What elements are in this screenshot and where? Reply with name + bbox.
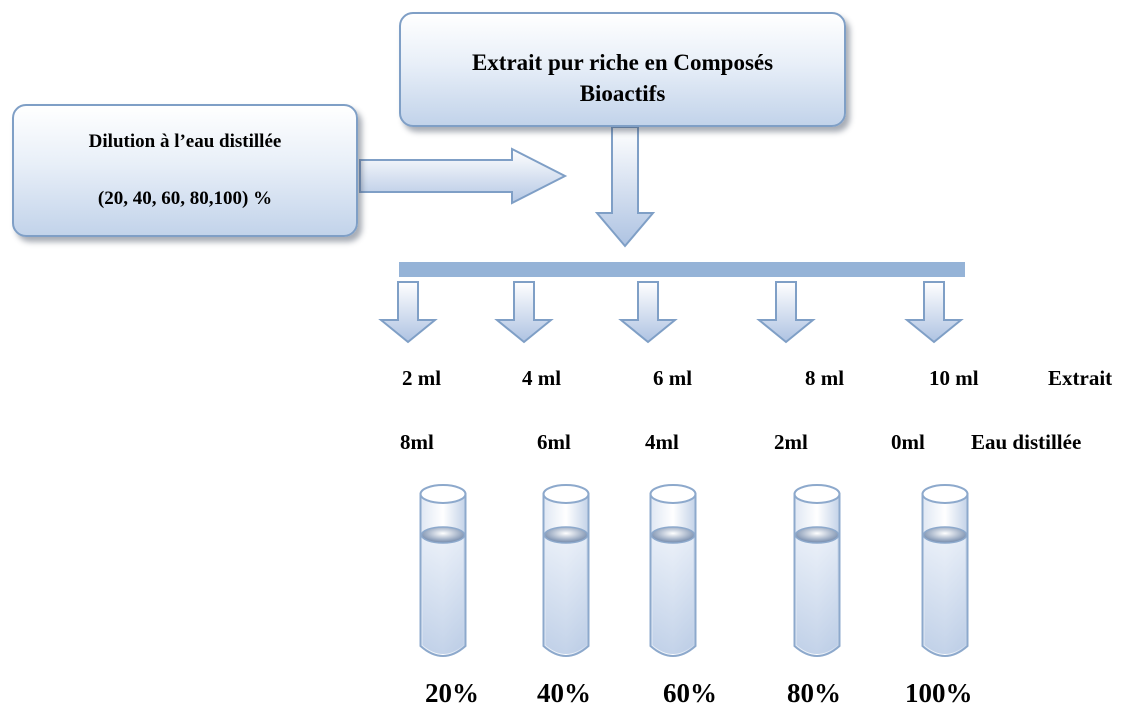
dilution-box: Dilution à l’eau distillée (20, 40, 60, … [12, 104, 358, 237]
water-volume-label: 4ml [645, 430, 679, 454]
extract-box-line1: Extrait pur riche en Composés [471, 50, 774, 75]
distribution-bar [399, 262, 965, 277]
small-down-arrow-icon [756, 281, 816, 344]
percentage-label: 100% [905, 678, 973, 708]
small-down-arrow-icon [378, 281, 438, 344]
dilution-box-line1: Dilution à l’eau distillée [88, 131, 282, 152]
water-volume-label: 8ml [400, 430, 434, 454]
water-row-label: Eau distillée [971, 430, 1082, 454]
water-volume-label: 6ml [537, 430, 571, 454]
extract-volume-label: 8 ml [805, 366, 845, 390]
water-volume-label: 0ml [891, 430, 925, 454]
test-tube [649, 484, 697, 657]
test-tube [793, 484, 841, 657]
test-tube [419, 484, 467, 657]
test-tube [542, 484, 590, 657]
percentage-label: 80% [787, 678, 841, 708]
dilution-box-line2: (20, 40, 60, 80,100) % [97, 188, 273, 209]
small-down-arrow-icon [618, 281, 678, 344]
extract-volume-label: 2 ml [402, 366, 442, 390]
extract-box-line2: Bioactifs [579, 81, 666, 106]
percentage-label: 60% [663, 678, 717, 708]
extract-box: Extrait pur riche en Composés Bioactifs [399, 12, 846, 127]
small-down-arrow-icon [494, 281, 554, 344]
percentage-label: 40% [537, 678, 591, 708]
water-volume-label: 2ml [774, 430, 808, 454]
percentage-label: 20% [425, 678, 479, 708]
right-arrow-icon [359, 147, 568, 205]
down-arrow-icon [594, 126, 656, 248]
small-down-arrow-icon [904, 281, 964, 344]
extract-row-label: Extrait [1048, 366, 1113, 390]
extract-volume-label: 10 ml [929, 366, 979, 390]
test-tube [921, 484, 969, 657]
extract-volume-label: 6 ml [653, 366, 693, 390]
extract-volume-label: 4 ml [522, 366, 562, 390]
